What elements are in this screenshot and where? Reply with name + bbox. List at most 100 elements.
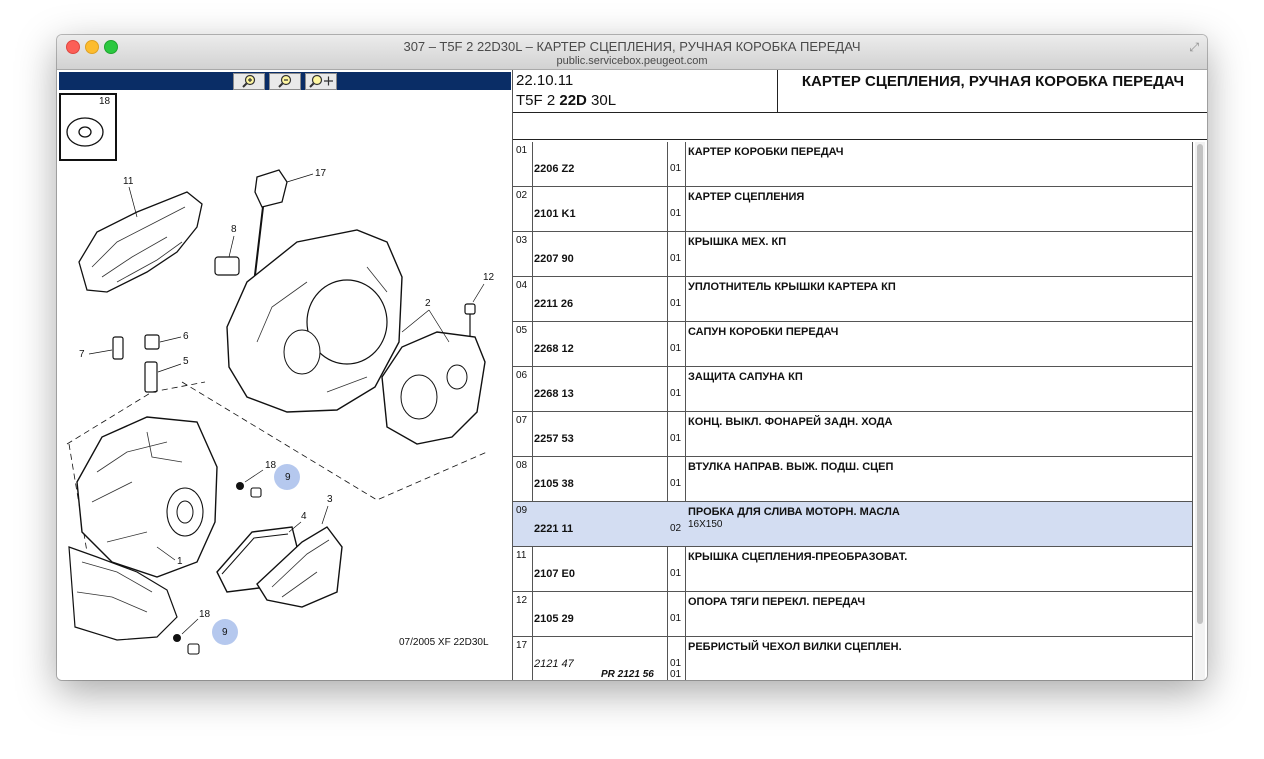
callout-label: 18: [199, 609, 211, 620]
part-quantity: 01: [670, 298, 682, 309]
model-code: T5F 2 22D 30L: [516, 92, 617, 109]
callout-label: 17: [315, 168, 327, 179]
part-reference: 2207 90: [534, 253, 574, 265]
diagram-pane: 18 11 17 8 2: [57, 70, 512, 680]
part-reference: 2121 47: [534, 658, 574, 670]
callout-label: 6: [183, 331, 189, 342]
part-index: 07: [516, 415, 528, 426]
parts-pane: 22.10.11 T5F 2 22D 30L КАРТЕР СЦЕПЛЕНИЯ,…: [512, 70, 1207, 680]
guide-sleeve-shape: [214, 256, 240, 276]
highlight-marker[interactable]: [212, 619, 238, 645]
catalog-date: 22.10.11: [516, 72, 574, 89]
part-reference: 2268 13: [534, 388, 574, 400]
maximize-window-button[interactable]: [104, 40, 118, 54]
part-quantity: 01: [670, 163, 682, 174]
part-quantity: 01: [670, 208, 682, 219]
fork-boot-shape: [254, 169, 288, 208]
callout-label: 12: [483, 272, 495, 283]
table-row[interactable]: 06 2268 13 01 ЗАЩИТА САПУНА КП: [513, 367, 1192, 412]
washer-dot: [173, 634, 181, 642]
part-reference: 2211 26: [534, 298, 574, 310]
gearbox-cover-shape: [256, 526, 343, 608]
part-reference: 2257 53: [534, 433, 574, 445]
callout-label: 11: [123, 176, 134, 187]
scrollbar-thumb[interactable]: [1197, 144, 1203, 624]
diagram-footer: 07/2005 XF 22D30L: [399, 637, 489, 648]
callout-label: 4: [301, 511, 307, 522]
browser-window: 307 – T5F 2 22D30L – КАРТЕР СЦЕПЛЕНИЯ, Р…: [57, 35, 1207, 680]
title-bar: 307 – T5F 2 22D30L – КАРТЕР СЦЕПЛЕНИЯ, Р…: [57, 35, 1207, 70]
parts-diagram: 18 11 17 8 2: [59, 93, 495, 655]
zoom-in-icon: [242, 74, 256, 88]
part-quantity: 01: [670, 388, 682, 399]
part-reference: 2221 11: [534, 523, 574, 535]
page-title: КАРТЕР СЦЕПЛЕНИЯ, РУЧНАЯ КОРОБКА ПЕРЕДАЧ: [801, 73, 1185, 90]
part-description: РЕБРИСТЫЙ ЧЕХОЛ ВИЛКИ СЦЕПЛЕН.: [688, 641, 902, 653]
part-description: КРЫШКА СЦЕПЛЕНИЯ-ПРЕОБРАЗОВАТ.: [688, 551, 908, 563]
close-window-button[interactable]: [66, 40, 80, 54]
part-quantity: 01: [670, 568, 682, 579]
part-alt-quantity: 01: [670, 669, 682, 680]
part-alt-reference: PR 2121 56: [601, 669, 654, 680]
part-spec: 16X150: [688, 519, 723, 530]
callout-label: 8: [231, 224, 237, 235]
part-index: 08: [516, 460, 528, 471]
breather-shape: [144, 361, 158, 393]
part-quantity: 01: [670, 658, 682, 669]
part-description: ЗАЩИТА САПУНА КП: [688, 371, 803, 383]
clutch-cover-shape: [78, 191, 203, 293]
part-quantity: 02: [670, 523, 682, 534]
part-index: 11: [516, 550, 527, 561]
part-quantity: 01: [670, 478, 682, 489]
zoom-in-button[interactable]: [233, 73, 265, 90]
reverse-switch-shape: [112, 336, 124, 360]
zoom-move-icon: [309, 74, 333, 88]
drain-plug-shape: [250, 487, 262, 498]
part-index: 12: [516, 595, 528, 606]
minimize-window-button[interactable]: [85, 40, 99, 54]
zoom-move-button[interactable]: [305, 73, 337, 90]
part-description: КАРТЕР СЦЕПЛЕНИЯ: [688, 191, 805, 203]
part-reference: 2206 Z2: [534, 163, 575, 175]
callout-label: 9: [222, 627, 228, 638]
callout-label: 18: [99, 96, 111, 107]
part-index: 06: [516, 370, 528, 381]
washer-dot: [236, 482, 244, 490]
callout-label: 3: [327, 494, 333, 505]
breather-cap-shape: [144, 334, 160, 350]
part-index: 03: [516, 235, 528, 246]
part-description: КРЫШКА МЕХ. КП: [688, 236, 787, 248]
table-row[interactable]: 08 2105 38 01 ВТУЛКА НАПРАВ. ВЫЖ. ПОДШ. СЦЕ…: [513, 457, 1192, 502]
part-index: 05: [516, 325, 528, 336]
callout-label: 7: [79, 349, 85, 360]
zoom-out-button[interactable]: [269, 73, 301, 90]
callout-label: 5: [183, 356, 189, 367]
part-quantity: 01: [670, 433, 682, 444]
callout-label: 9: [285, 472, 291, 483]
highlight-marker[interactable]: [274, 464, 300, 490]
callout-label: 18: [265, 460, 277, 471]
part-reference: 2105 29: [534, 613, 574, 625]
part-reference: 2101 K1: [534, 208, 576, 220]
parts-header: 22.10.11 T5F 2 22D 30L КАРТЕР СЦЕПЛЕНИЯ,…: [513, 70, 1207, 113]
part-reference: 2105 38: [534, 478, 574, 490]
callout-label: 2: [425, 298, 431, 309]
fullscreen-icon[interactable]: ⤢: [1189, 40, 1199, 54]
part-reference: 2268 12: [534, 343, 574, 355]
part-description: ОПОРА ТЯГИ ПЕРЕКЛ. ПЕРЕДАЧ: [688, 596, 866, 608]
part-index: 01: [516, 145, 528, 156]
shift-rod-support-shape: [464, 303, 476, 315]
part-description: ВТУЛКА НАПРАВ. ВЫЖ. ПОДШ. СЦЕП: [688, 461, 894, 473]
gearbox-lower-shape: [68, 546, 178, 641]
